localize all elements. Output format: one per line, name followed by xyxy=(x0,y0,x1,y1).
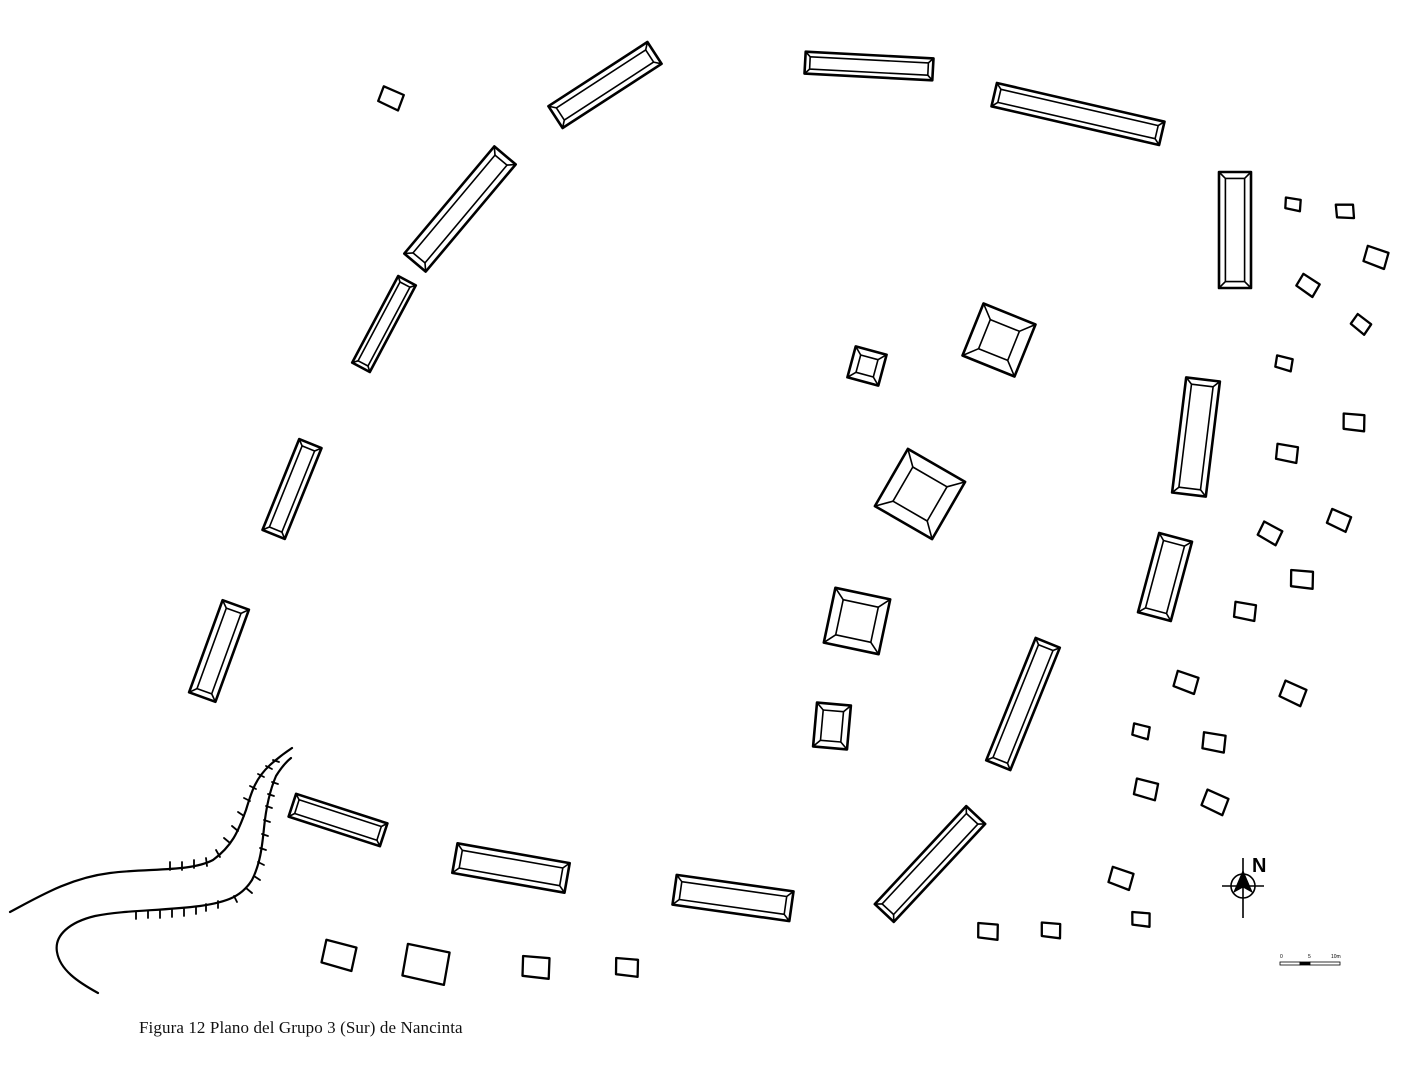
mound-16 xyxy=(1131,722,1151,741)
mound-6 xyxy=(1349,312,1373,336)
structure-e-upper xyxy=(1217,170,1253,290)
scale-label-0: 0 xyxy=(1280,954,1283,960)
mound-19 xyxy=(1200,788,1230,817)
structure-s-center xyxy=(671,873,795,923)
mound-26 xyxy=(521,954,551,980)
structure-e-middle xyxy=(1170,376,1222,498)
mound-12 xyxy=(1289,568,1315,590)
pyramid-central xyxy=(873,447,967,541)
mound-22 xyxy=(977,921,999,941)
structure-e-lower xyxy=(1136,531,1194,623)
structure-w-middle xyxy=(261,437,323,541)
mound-5 xyxy=(1295,272,1321,299)
structures-layer xyxy=(187,40,1253,924)
mound-4 xyxy=(1362,244,1390,271)
mound-13 xyxy=(1232,600,1258,623)
structure-w-lower xyxy=(187,598,251,704)
mound-14 xyxy=(1172,669,1200,696)
mound-23 xyxy=(1040,921,1062,940)
small-mounds-layer xyxy=(320,85,1390,987)
structure-se-diagonal xyxy=(873,804,987,924)
scale-bar: 0 5 10m xyxy=(1279,954,1341,966)
scale-label-10m: 10m xyxy=(1331,954,1341,960)
structure-ne-top xyxy=(990,81,1166,147)
structure-nw-top xyxy=(547,40,663,130)
mound-20 xyxy=(1107,865,1135,892)
structure-n-center xyxy=(803,50,935,82)
pyramid-north xyxy=(961,302,1037,378)
north-label: N xyxy=(1252,855,1266,877)
mound-24 xyxy=(320,938,358,973)
structure-w-upper xyxy=(350,274,418,374)
river-bank-north xyxy=(8,746,294,914)
structure-south-small xyxy=(811,701,853,751)
pyramid-south xyxy=(822,586,892,656)
river xyxy=(8,746,294,995)
mound-17 xyxy=(1201,731,1227,754)
mound-25 xyxy=(401,942,451,987)
mound-11 xyxy=(1325,507,1353,534)
figure-caption: Figura 12 Plano del Grupo 3 (Sur) de Nan… xyxy=(139,1018,463,1037)
north-arrow: N xyxy=(1222,855,1266,918)
mound-21 xyxy=(1131,910,1151,928)
mound-18 xyxy=(1132,777,1160,802)
mound-2 xyxy=(1284,196,1302,213)
structure-s-west xyxy=(287,792,389,848)
mound-8 xyxy=(1342,412,1366,433)
scale-label-5: 5 xyxy=(1308,954,1311,960)
mound-15 xyxy=(1278,679,1308,708)
pyramid-small xyxy=(846,345,888,387)
mound-27 xyxy=(614,956,640,978)
structure-nw-upper xyxy=(402,145,518,273)
mound-3 xyxy=(1334,203,1356,220)
mound-10 xyxy=(1256,520,1284,547)
structure-s-west-center xyxy=(450,841,572,895)
structure-se-long xyxy=(984,636,1062,772)
mound-1 xyxy=(377,85,405,112)
mound-9 xyxy=(1274,442,1300,465)
river-bank-hachures xyxy=(135,759,280,920)
mound-7 xyxy=(1274,354,1294,373)
